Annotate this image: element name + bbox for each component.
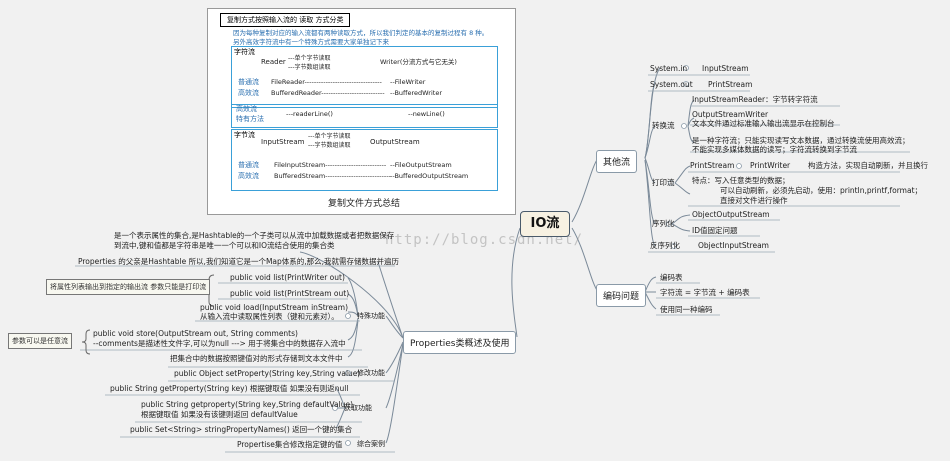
char-stream-title: 字符流 — [234, 48, 255, 56]
list-note: 将属性列表输出到指定的输出流 参数只能是打印流 — [46, 279, 211, 295]
input-opt2: ---字节数组读取 — [308, 142, 351, 149]
load-method-2: 从输入流中读取属性列表（键和元素对）。 — [200, 312, 339, 321]
efficient-label-2: 高效流 — [238, 172, 259, 180]
print-feature-2: 可以自动刷新，必须先启动，使用：println,printf,format； — [720, 186, 923, 195]
bufferedreader: BufferedReader--------------------------… — [271, 89, 385, 97]
list-method-2: public void list(PrintStream out) — [230, 289, 350, 298]
properties-intro-2: 到流中,键和值都是字符串是唯一一个可以和IO流结合使用的集合类 — [114, 241, 335, 250]
store-note: 参数可以是任意流 — [8, 333, 72, 349]
normal-label-1: 普通流 — [238, 78, 259, 86]
case-text: Propertise集合修改指定键的值 — [237, 440, 343, 449]
filereader: FileReader------------------------------… — [271, 78, 382, 86]
save-method: 把集合中的数据按照键值对的形式存储到文本文件中 — [170, 354, 343, 363]
get-property-2a: public String getproperty(String key,Str… — [141, 400, 354, 409]
system-out-label: System.out — [650, 80, 693, 89]
inputstream-label: InputStream — [261, 138, 305, 146]
special-title-2: 特有方法 — [236, 115, 264, 123]
case-label: 综合案例 — [357, 440, 385, 448]
image-desc-1: 因为每种复制对应的输入流都有两种读取方式，所以我们判定的基本的复制过程有 8 种… — [233, 29, 489, 37]
char-stream-box — [231, 46, 498, 108]
readerline-method: ---readerLine() — [286, 110, 333, 118]
convert-desc-2: 不能实现多媒体数据的读写；字符流转换到字节流 — [692, 145, 857, 154]
print-feature-1: 特点：写入任意类型的数据； — [692, 176, 790, 185]
printwriter-text: PrintWriter — [750, 161, 791, 170]
ois-text: ObjectInputStream — [698, 241, 769, 250]
serial-label: 序列化 — [652, 219, 675, 228]
normal-label-2: 普通流 — [238, 161, 259, 169]
bufferedwriter: --BufferedWriter — [390, 89, 443, 97]
writer-label: Writer(分流方式与它无关) — [380, 58, 457, 66]
store-method-1: public void store(OutputStream out, Stri… — [93, 329, 298, 338]
modify-label: 修改功能 — [357, 369, 385, 377]
efficient-label-1: 高效流 — [238, 89, 259, 97]
encoding-item-1: 编码表 — [660, 273, 683, 282]
reader-opt1: ---单个字节读取 — [288, 55, 331, 62]
oos-text: ObjectOutputStream — [692, 210, 770, 219]
store-method-2: --comments是描述性文件字,可以为null ---> 用于将集合中的数据… — [93, 339, 346, 348]
encoding-item-2: 字符流 = 字节流 + 编码表 — [660, 288, 750, 297]
system-in-label: System.in — [650, 64, 688, 73]
get-property-2b: 根据键取值 如果没有该键则返回 defaultValue — [141, 410, 298, 419]
string-property-names: public Set<String> stringPropertyNames()… — [130, 425, 353, 434]
input-opt1: ---单个字节读取 — [308, 133, 351, 140]
set-property: public Object setProperty(String key,Str… — [174, 369, 361, 378]
deserial-label: 反序列化 — [650, 241, 680, 250]
other-streams-node[interactable]: 其他流 — [596, 150, 638, 173]
newline-method: --newLine() — [408, 110, 445, 118]
special-methods-box — [231, 104, 498, 128]
fileinputstream: FileInputStream-------------------------… — [274, 161, 387, 169]
serial-id-text: ID值固定问题 — [692, 226, 738, 235]
print-stream-label: 打印流 — [652, 178, 675, 187]
image-caption: 复制文件方式总结 — [328, 199, 401, 209]
byte-stream-box — [231, 129, 498, 191]
byte-stream-title: 字节流 — [234, 131, 255, 139]
reader-label: Reader — [261, 58, 286, 66]
properties-intro-1: 是一个表示属性的集合,是Hashtable的一个子类可以从流中加载数据或者把数据… — [114, 231, 395, 240]
list-method-1: public void list(PrintWriter out) — [230, 273, 345, 282]
image-desc-2: 另外高效字符流中有一个特殊方式需要大家单独记下来 — [233, 38, 389, 46]
bufferedoutputstream: --BufferedOutputStream — [390, 172, 469, 180]
get-label: 获取功能 — [344, 404, 372, 412]
osw-text-2: 文本文件通过标准输入输出流显示在控制台 — [692, 119, 835, 128]
convert-stream-label: 转换流 — [652, 121, 675, 130]
special-func-label: 特殊功能 — [357, 312, 385, 320]
outputstream-label: OutputStream — [370, 138, 420, 146]
isr-text: InputStreamReader：字节转字符流 — [692, 95, 818, 104]
image-title: 复制方式按照输入流的 读取 方式分类 — [220, 13, 351, 27]
printstream-text: PrintStream — [690, 161, 735, 170]
encoding-node[interactable]: 编码问题 — [596, 284, 647, 307]
special-title-1: 高效流 — [236, 105, 257, 113]
convert-desc-1: 是一种字符流；只能实现读写文本数据，通过转换流使用高效流； — [692, 136, 910, 145]
filewriter: --FileWriter — [390, 78, 426, 86]
print-feature-3: 直接对文件进行操作 — [720, 196, 788, 205]
copy-methods-image: 复制方式按照输入流的 读取 方式分类 因为每种复制对应的输入流都有两种读取方式，… — [207, 8, 516, 215]
properties-parent: Properties 的父亲是Hashtable 所以,我们知道它是一个Map体… — [78, 257, 400, 266]
osw-text-1: OutputStreamWriter — [692, 110, 769, 119]
encoding-item-3: 使用同一种编码 — [660, 305, 713, 314]
bufferedstream: BufferedStream--------------------------… — [274, 172, 391, 180]
print-desc: 构造方法，实现自动刷新，并且换行 — [808, 161, 928, 170]
system-out-value: PrintStream — [708, 80, 753, 89]
fileoutputstream: --FileOutputStream — [390, 161, 452, 169]
system-in-value: InputStream — [702, 64, 749, 73]
center-node[interactable]: IO流 — [520, 211, 570, 237]
get-property-1: public String getProperty(String key) 根据… — [110, 384, 349, 393]
load-method-1: public void load(InputStream inStream) — [200, 303, 349, 312]
properties-node[interactable]: Properties类概述及使用 — [403, 331, 517, 354]
reader-opt2: ---字节数组读取 — [288, 64, 331, 71]
